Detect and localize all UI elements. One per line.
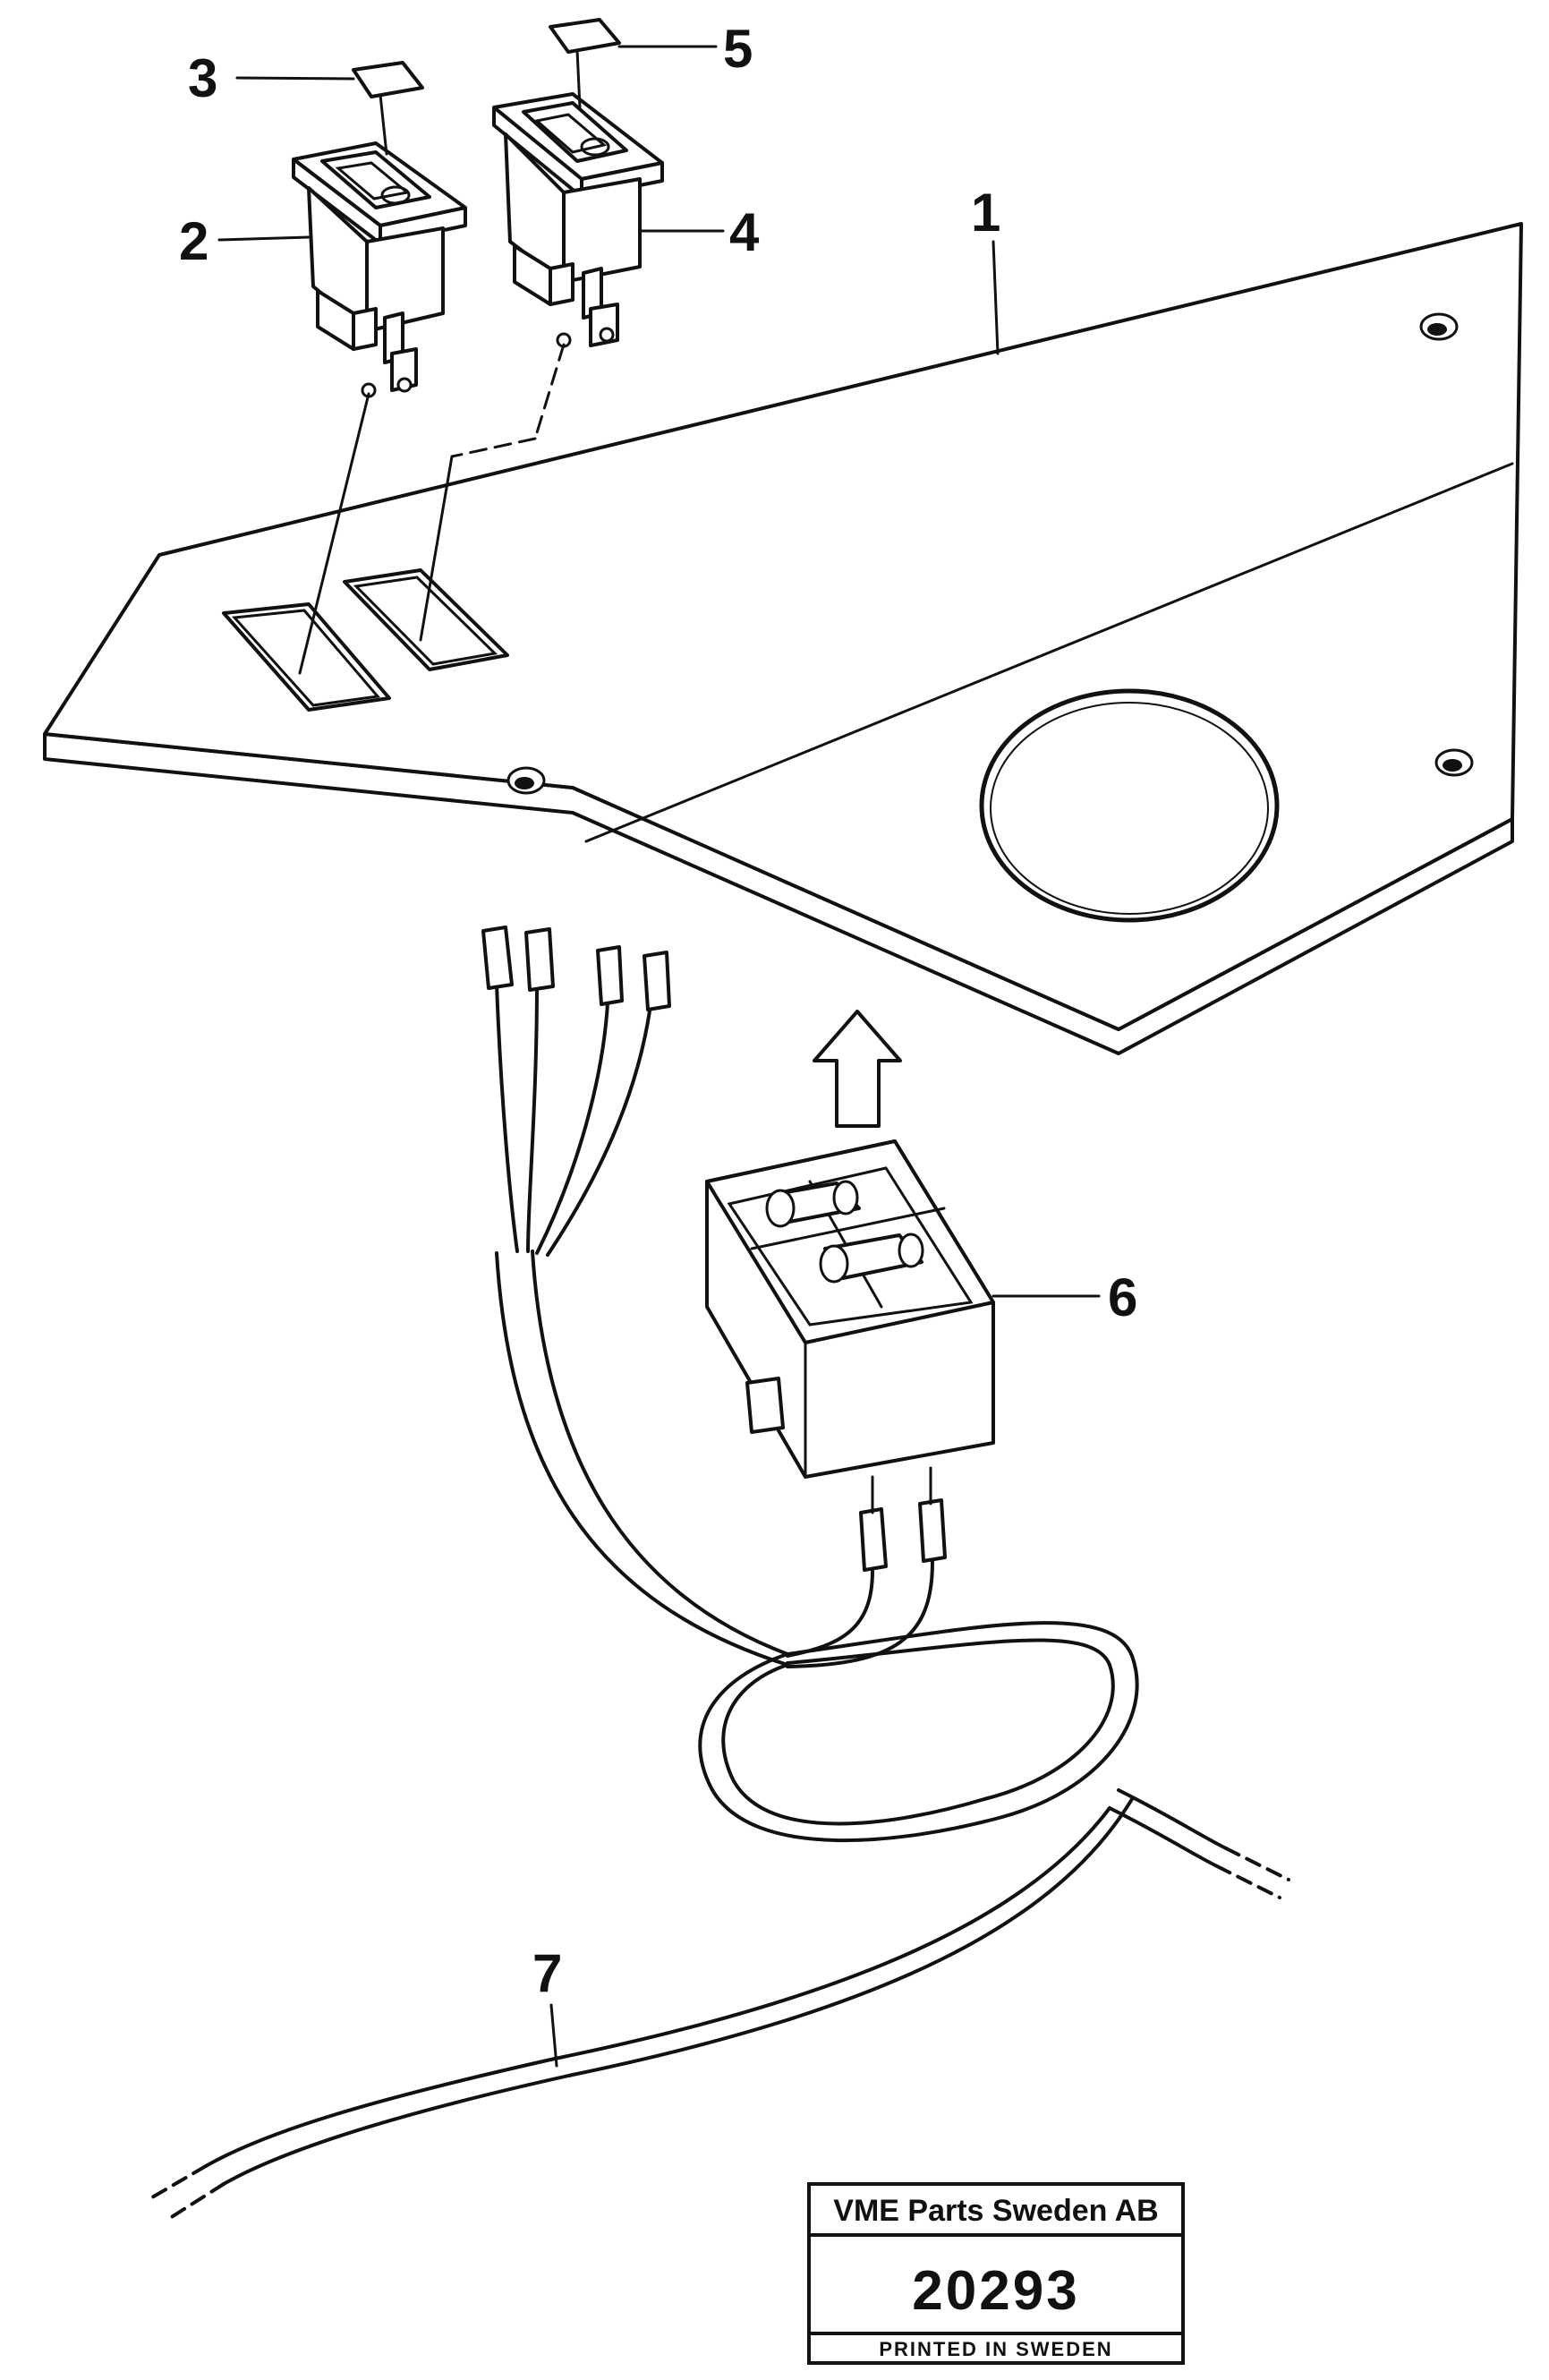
leader-line-dashed xyxy=(450,437,537,458)
leader-line xyxy=(419,455,454,642)
relay xyxy=(705,1139,995,1572)
stamp-company: VME Parts Sweden AB xyxy=(833,2194,1158,2228)
part-label-1: 1 xyxy=(971,183,1000,243)
panel xyxy=(43,222,1523,1055)
coil xyxy=(819,1233,924,1284)
leader-line xyxy=(549,2003,558,2068)
rocker-switch-4 xyxy=(492,92,664,348)
switch-cutout xyxy=(222,602,391,712)
stamp-drawing-number: 20293 xyxy=(912,2260,1079,2322)
part-label-7: 7 xyxy=(532,1943,562,2003)
round-opening xyxy=(979,688,1280,923)
leader-line-dashed xyxy=(533,343,566,440)
switch-cutout xyxy=(343,568,509,671)
stamp-printed: PRINTED IN SWEDEN xyxy=(879,2338,1112,2360)
cable-harness xyxy=(150,926,1290,2220)
up-arrow xyxy=(813,1010,902,1128)
leader-line xyxy=(298,392,370,675)
part-label-5: 5 xyxy=(723,19,753,79)
part-label-3: 3 xyxy=(188,48,217,108)
part-label-2: 2 xyxy=(179,211,209,271)
mounting-hole xyxy=(1419,312,1459,341)
part-label-6: 6 xyxy=(1108,1267,1137,1327)
rocker-switch-2 xyxy=(292,141,467,398)
leader-line xyxy=(235,76,355,81)
mounting-hole xyxy=(506,766,546,795)
leader-line xyxy=(992,240,1000,355)
leader-line xyxy=(217,235,311,242)
leader-line xyxy=(575,48,582,109)
mounting-hole xyxy=(1434,748,1474,777)
symbol-plate-3 xyxy=(352,61,424,98)
title-stamp: VME Parts Sweden AB 20293 PRINTED IN SWE… xyxy=(807,2182,1185,2365)
symbol-plate-5 xyxy=(549,18,621,54)
leader-line xyxy=(379,93,388,156)
coil xyxy=(765,1180,861,1228)
part-label-4: 4 xyxy=(729,202,760,262)
